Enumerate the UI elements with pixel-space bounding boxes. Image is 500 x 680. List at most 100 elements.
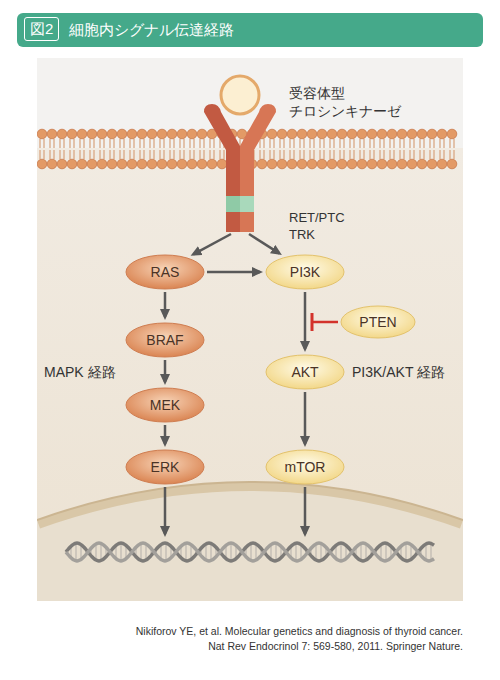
lipid-head [157,159,167,169]
lipid [67,129,77,169]
pathway-label: PI3K/AKT 経路 [352,363,445,381]
lipid-head [307,129,317,139]
lipid [197,129,207,169]
lipid [107,129,117,169]
lipid-tail [110,139,114,159]
lipid-head [87,129,97,139]
lipid-tail [160,139,164,159]
arrow-connector [304,392,307,444]
lipid-head [357,159,367,169]
lipid-tail [150,139,154,159]
lipid-head [297,159,307,169]
arrow-connector [164,360,167,382]
lipid-head [167,129,177,139]
lipid-head [327,159,337,169]
lipid-tail [280,139,284,159]
lipid-head [87,159,97,169]
lipid-head [47,129,57,139]
lipid-head [147,159,157,169]
lipid-head [437,129,447,139]
node-label: MEK [150,397,180,414]
source-caption: Nikiforov YE, et al. Molecular genetics … [133,624,463,654]
lipid [357,129,367,169]
dna-rung [360,543,361,560]
figure-number: 図2 [24,17,59,41]
nucleus-ground [37,482,463,601]
dna-rung [320,543,321,560]
lipid-head [177,129,187,139]
lipid-head [47,159,57,169]
lipid-tail [100,139,104,159]
lipid [117,129,127,169]
lipid [47,129,57,169]
ellipse-shape [266,355,344,389]
lipid-tail [60,139,64,159]
lipid [437,129,447,169]
node-label: mTOR [285,459,326,476]
lipid [287,129,297,169]
lipid-head [407,129,417,139]
lipid-head [297,129,307,139]
extracellular-ground [37,58,463,601]
lipid-head [377,129,387,139]
pathway-node: AKT [265,354,345,390]
lipid [277,129,287,169]
lipid-head [127,159,137,169]
lipid-head [97,129,107,139]
lipid-tail [370,139,374,159]
lipid-head [97,159,107,169]
lipid [97,129,107,169]
dna-rung [210,543,211,560]
arrow-connector [164,292,167,317]
lipid-head [137,159,147,169]
lipid [397,129,407,169]
dna-rung [185,543,186,561]
lipid-head [177,159,187,169]
lipid [157,129,167,169]
lipid-tail [350,139,354,159]
dna-rung [250,543,251,560]
lipid [347,129,357,169]
lipid-tail [410,139,414,159]
lipid-head [117,159,127,169]
lipid [137,129,147,169]
lipid-head [197,159,207,169]
dna-strand [66,543,434,561]
lipid-head [287,159,297,169]
pathway-node: MEK [125,387,205,423]
lipid-tail [140,139,144,159]
lipid-head [157,129,167,139]
lipid-head [217,159,227,169]
ellipse-shape [126,323,204,357]
dna-rung [340,543,341,561]
dna-rung [430,543,431,560]
dna-rung [230,543,231,561]
lipid [87,129,97,169]
lipid [267,129,277,169]
lipid-head [387,129,397,139]
lipid-head [287,129,297,139]
lipid [57,129,67,169]
signal-arrow [249,234,279,253]
dna-rung [405,543,406,561]
pathway-node: BRAF [125,322,205,358]
lipid-tail [400,139,404,159]
receptor-domain [226,196,240,212]
node-label: AKT [291,364,318,381]
lipid-head [167,159,177,169]
arrow-connector [207,271,260,274]
lipid-head [277,129,287,139]
lipid-tail [340,139,344,159]
lipid-head [77,129,87,139]
lipid-head [37,159,47,169]
lipid-head [67,159,77,169]
lipid-head [447,129,457,139]
lipid-tail [310,139,314,159]
pathway-label: MAPK 経路 [44,363,116,381]
pathway-node: PI3K [265,254,345,290]
ellipse-shape [341,306,415,338]
lipid [307,129,317,169]
dna-rung [140,543,141,560]
dna-strand [66,543,434,561]
